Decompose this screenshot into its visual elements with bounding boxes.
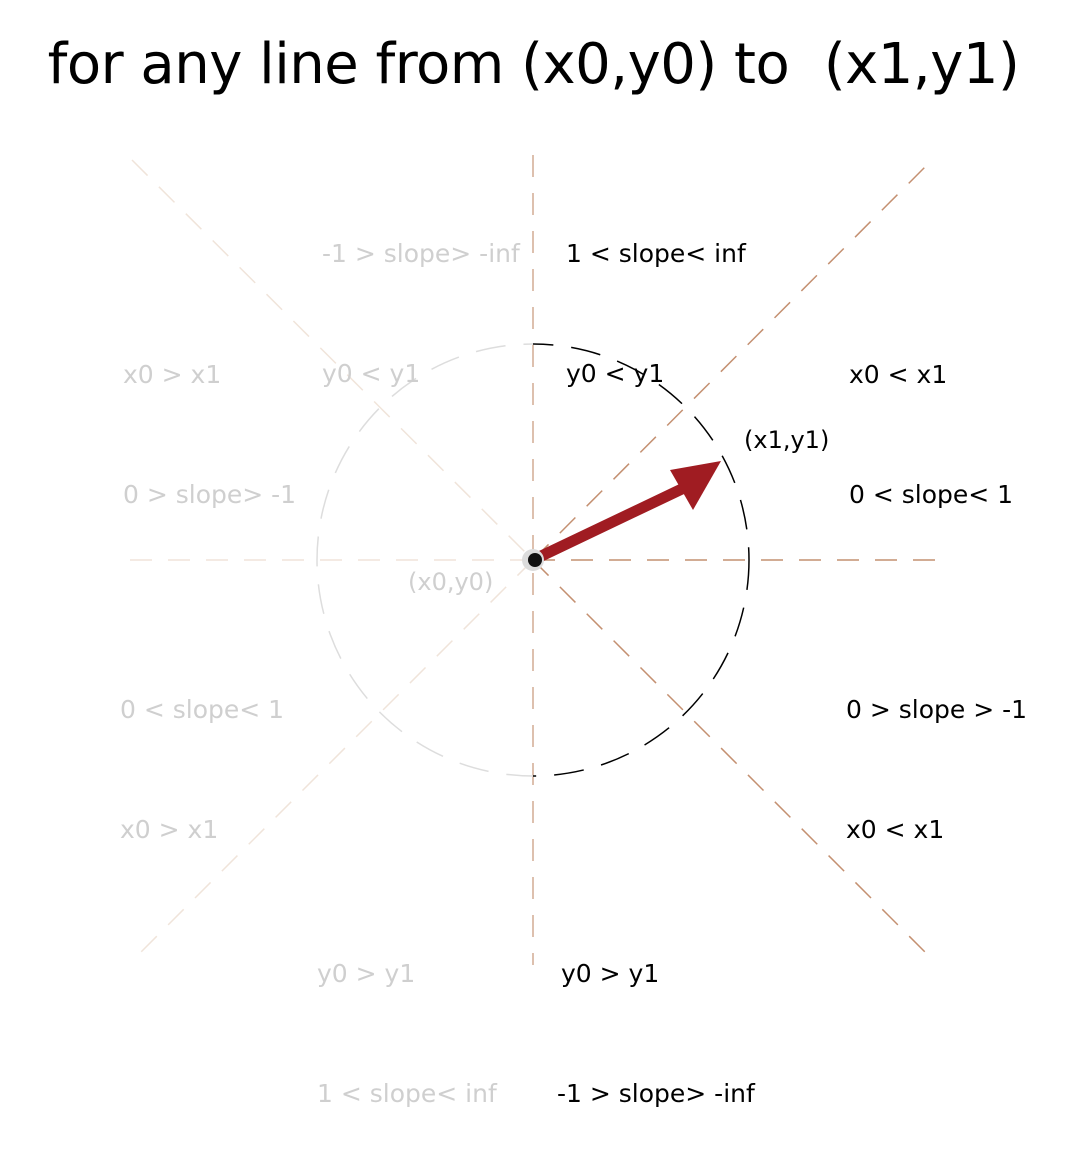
region-top-right: 1 < slope< inf y0 < y1 bbox=[566, 239, 746, 388]
guide-line-lower-left-diagonal bbox=[134, 559, 534, 959]
vector-arrow-shaft bbox=[529, 481, 692, 565]
page-title: for any line from (x0,y0) to (x1,y1) bbox=[47, 32, 1020, 97]
region-top-left: -1 > slope> -inf y0 < y1 bbox=[322, 239, 520, 388]
region-lower-left: 0 < slope< 1 x0 > x1 bbox=[120, 695, 285, 844]
circle-left-half bbox=[316, 343, 533, 777]
region-lower-right: 0 > slope > -1 x0 < x1 bbox=[846, 695, 1028, 844]
octant-diagram bbox=[130, 155, 936, 965]
vector-arrowhead bbox=[670, 461, 721, 510]
start-point-label: (x0,y0) bbox=[408, 568, 494, 596]
region-bottom-right: y0 > y1 -1 > slope> -inf bbox=[557, 959, 755, 1108]
guide-line-upper-right-diagonal bbox=[532, 156, 936, 561]
circle-right-half bbox=[533, 343, 750, 777]
origin-point bbox=[528, 553, 542, 567]
region-upper-right: x0 < x1 0 < slope< 1 bbox=[849, 360, 1014, 509]
region-upper-left: x0 > x1 0 > slope> -1 bbox=[123, 360, 297, 509]
guide-line-upper-left-diagonal bbox=[131, 159, 534, 561]
end-point-label: (x1,y1) bbox=[744, 426, 830, 454]
region-bottom-left: y0 > y1 1 < slope< inf bbox=[317, 959, 497, 1108]
guide-line-lower-right-diagonal bbox=[532, 559, 931, 958]
